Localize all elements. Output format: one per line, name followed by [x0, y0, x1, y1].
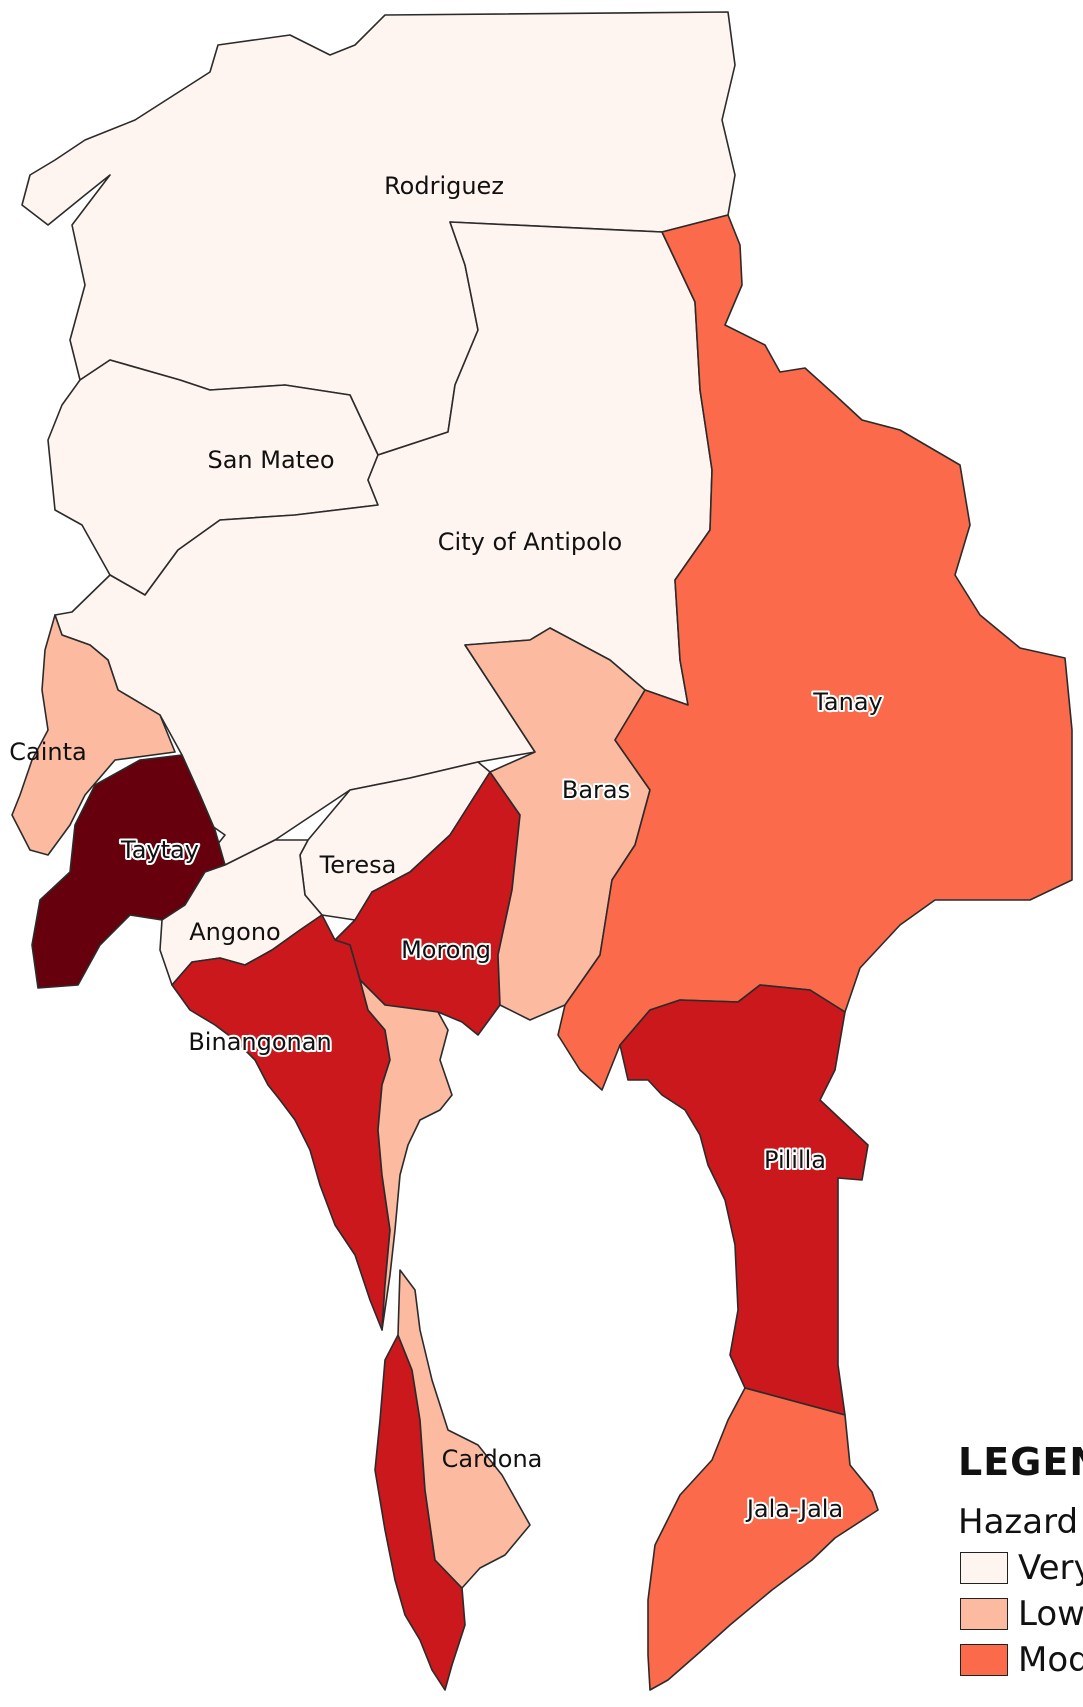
label-angono: Angono: [189, 918, 280, 946]
region-jala-jala[interactable]: [647, 1387, 879, 1691]
legend-label: Moderate: [1018, 1640, 1083, 1680]
label-san-mateo: San Mateo: [207, 446, 334, 474]
label-city-of-antipolo: City of Antipolo: [438, 528, 622, 556]
region-binangonan[interactable]: [171, 914, 391, 1331]
label-teresa: Teresa: [319, 851, 397, 879]
legend-item-moderate: Moderate: [958, 1640, 1083, 1680]
legend-subtitle: Hazard: [958, 1502, 1079, 1542]
label-rodriguez: Rodriguez: [384, 172, 504, 200]
label-taytay: Taytay: [120, 836, 199, 864]
legend-swatch: [960, 1644, 1008, 1676]
legend-swatch: [960, 1598, 1008, 1630]
region-pililla[interactable]: [619, 984, 869, 1416]
region-cardona[interactable]: [359, 979, 453, 1331]
label-binangonan: Binangonan: [188, 1028, 331, 1056]
region-cainta[interactable]: [11, 614, 176, 856]
map-legend: LEGEND Hazard Very Low Moderate: [958, 1440, 1083, 1680]
label-baras: Baras: [562, 776, 630, 804]
label-cainta: Cainta: [9, 738, 86, 766]
legend-item-low: Low: [958, 1594, 1083, 1634]
legend-item-very-low: Very: [958, 1548, 1083, 1588]
region-taytay[interactable]: [31, 754, 226, 989]
label-morong: Morong: [401, 936, 491, 964]
label-pililla: Pililla: [764, 1146, 826, 1174]
label-jala-jala: Jala-Jala: [745, 1495, 843, 1523]
label-tanay: Tanay: [812, 688, 883, 716]
legend-label: Low: [1018, 1594, 1083, 1634]
legend-label: Very: [1018, 1548, 1083, 1588]
legend-swatch: [960, 1552, 1008, 1584]
legend-title: LEGEND: [958, 1440, 1083, 1484]
label-cardona: Cardona: [442, 1445, 543, 1473]
region-cardona-island[interactable]: [397, 1269, 531, 1589]
